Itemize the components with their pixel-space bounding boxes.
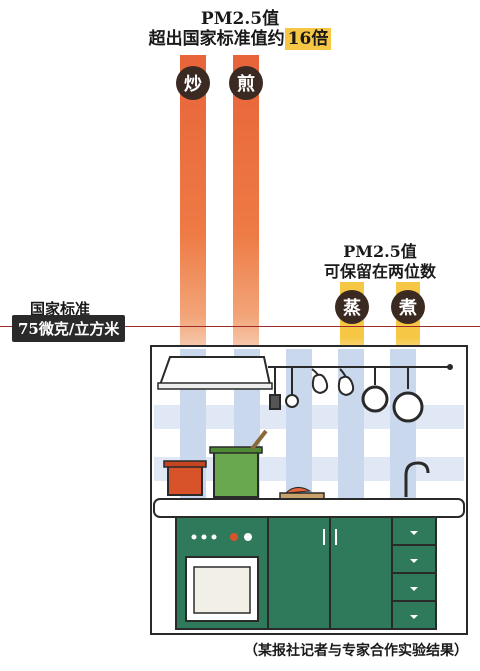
cabinets (175, 516, 437, 630)
standard-value: 75微克/立方米 (12, 315, 126, 342)
method-pan-fry: 煎 (229, 66, 263, 100)
mid-label-line1: PM2.5值 (343, 242, 417, 261)
stir-fry-bar (180, 55, 206, 352)
range-hood (157, 356, 273, 390)
standard-label: 国家标准 (30, 300, 91, 318)
cutting-board (279, 487, 325, 502)
top-label-highlight: 16倍 (284, 28, 332, 50)
top-label-line1: PM2.5值 (200, 9, 280, 29)
mid-label-line2: 可保留在两位数 (323, 262, 436, 281)
method-stir-fry: 炒 (176, 66, 210, 100)
footnote: （某报社记者与专家合作实验结果） (244, 643, 468, 659)
method-boil: 煮 (391, 290, 425, 324)
pots (163, 429, 268, 498)
pan-fry-bar (233, 55, 259, 352)
method-steam: 蒸 (335, 290, 369, 324)
standard-line (0, 326, 480, 327)
kitchen-illustration (150, 345, 468, 635)
countertop (153, 498, 465, 518)
faucet (404, 461, 430, 497)
hanging-utensils (269, 367, 424, 423)
top-label-prefix: 超出国家标准值约 (148, 29, 285, 49)
